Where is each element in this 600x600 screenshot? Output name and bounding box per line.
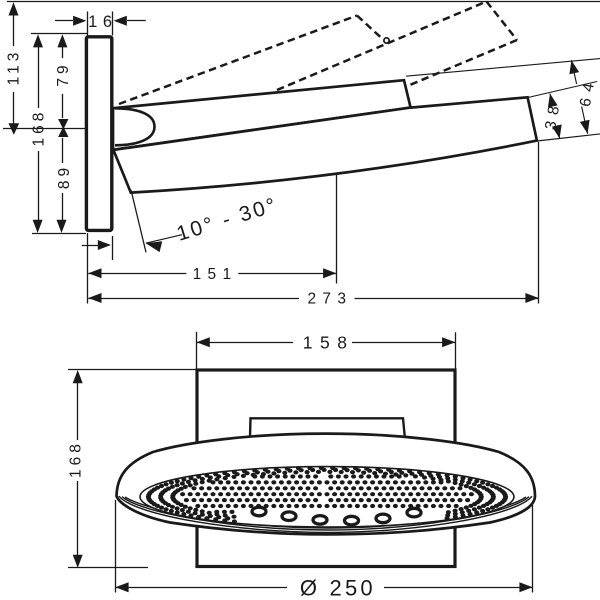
svg-text:151: 151 — [193, 266, 238, 283]
svg-text:16: 16 — [88, 13, 118, 31]
svg-text:Ø 250: Ø 250 — [300, 575, 376, 600]
svg-text:168: 168 — [31, 109, 48, 147]
svg-text:79: 79 — [55, 61, 72, 86]
svg-text:64: 64 — [577, 75, 599, 108]
svg-text:273: 273 — [308, 290, 353, 307]
svg-text:113: 113 — [6, 49, 23, 86]
svg-text:158: 158 — [303, 333, 355, 353]
svg-text:38: 38 — [542, 98, 564, 131]
svg-text:89: 89 — [56, 164, 73, 189]
svg-text:168: 168 — [68, 440, 85, 478]
